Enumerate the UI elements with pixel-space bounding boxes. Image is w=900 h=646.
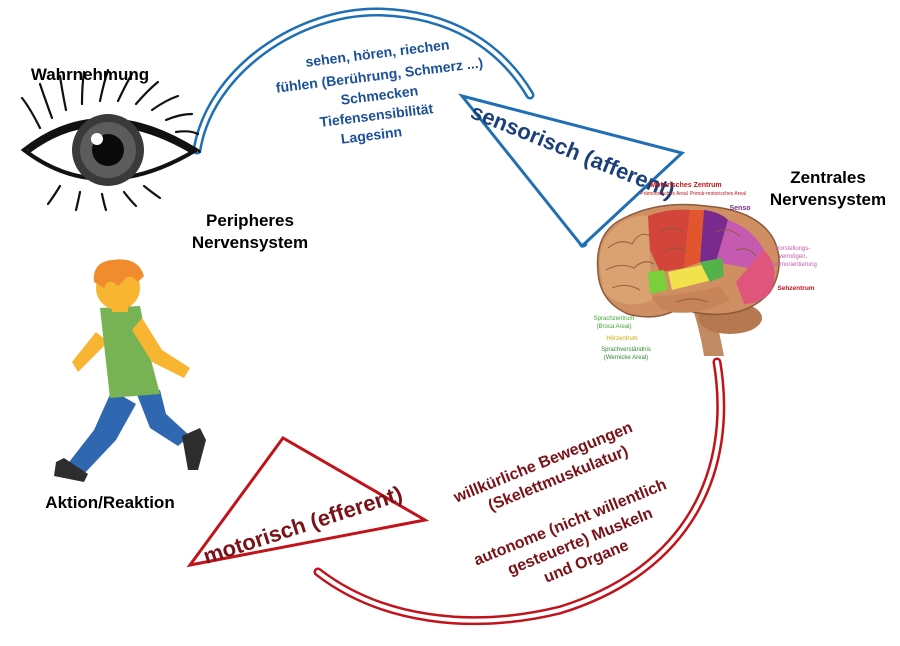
cns-label-line1: Zentrales: [790, 168, 866, 187]
brain-label-understanding-2: (Wernicke Areal): [604, 355, 648, 361]
brain-illustration: Motorisches Zentrum Prämotorisches Areal…: [594, 182, 817, 361]
eye-icon: [20, 68, 202, 212]
brain-label-primary-motor: Primär-motorisches Areal: [690, 191, 746, 197]
brain-label-speech-2: (Broca Areal): [596, 324, 631, 330]
perception-label: Wahrnehmung: [31, 65, 149, 84]
motor-arrow: [186, 436, 430, 568]
brain-label-imagination-3: Raumorientierung: [769, 262, 817, 268]
brain-label-understanding-1: Sprachverständnis: [601, 347, 651, 353]
brain-label-speech-1: Sprachzentrum: [594, 316, 635, 322]
sensory-line-5: Lagesinn: [340, 123, 403, 146]
brain-label-hearing: Hörzentrum: [606, 336, 637, 342]
brain-label-visual: Sehzentrum: [777, 285, 814, 292]
sensory-arrow: [458, 93, 686, 249]
brain-label-imagination-1: Vorstellungs-: [776, 246, 811, 252]
pns-label-line2: Nervensystem: [192, 233, 308, 252]
brain-label-motor-center: Motorisches Zentrum: [650, 182, 721, 189]
motor-effectors-list: willkürliche Bewegungen (Skelettmuskulat…: [451, 419, 670, 586]
action-label: Aktion/Reaktion: [45, 493, 174, 512]
pns-label-line1: Peripheres: [206, 211, 294, 230]
brain-label-imagination-2: vermögen,: [779, 254, 808, 260]
brain-label-senso: Senso: [729, 205, 750, 212]
cns-label-line2: Nervensystem: [770, 190, 886, 209]
sensory-modalities-list: sehen, hören, riechen fühlen (Berührung,…: [275, 36, 484, 146]
running-person-icon: [54, 259, 206, 482]
motor-arc: [313, 357, 726, 626]
brain-label-premotor: Prämotorisches Areal: [640, 191, 688, 197]
